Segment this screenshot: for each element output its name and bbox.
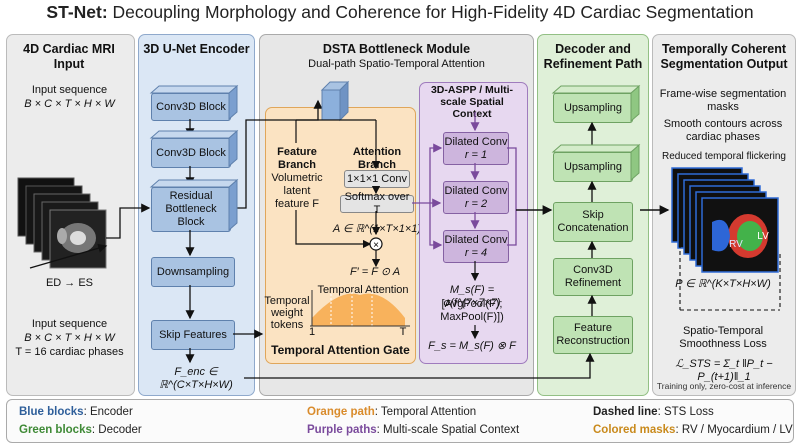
legend-purple: Purple paths: Multi-scale Spatial Contex…	[307, 424, 519, 436]
legend-purple-desc: : Multi-scale Spatial Context	[376, 424, 520, 436]
attention-branch-label: Attention Branch	[352, 146, 402, 171]
loss-note: Training only, zero-cost at inference	[656, 381, 792, 391]
temporal-attention-chart-label: Temporal Attention	[317, 284, 409, 296]
dilated-conv-r2-label: Dilated Conv	[444, 184, 508, 197]
dilated-conv-r4-label: Dilated Conv	[444, 233, 508, 246]
legend-encoder-desc: : Encoder	[83, 406, 133, 418]
legend-masks: Colored masks: RV / Myocardium / LV	[593, 424, 793, 436]
legend-purple-key: Purple paths	[307, 424, 377, 436]
loss-title: Spatio-Temporal Smoothness Loss	[679, 325, 767, 350]
output-title: Temporally Coherent Segmentation Output	[660, 42, 788, 71]
temporal-weight-tokens-label: Temporal weight tokens	[264, 295, 310, 331]
ms-maxpool: MaxPool(F)])	[440, 311, 504, 323]
axis-start-label: 1	[308, 326, 316, 338]
volumetric-feature-label: Volumetric latent feature F	[271, 172, 323, 210]
legend-masks-desc: : RV / Myocardium / LV	[675, 424, 793, 436]
rv-label: RV	[729, 239, 743, 250]
input-title: 4D Cardiac MRI Input	[23, 42, 115, 71]
output-line-1: Frame-wise segmentation masks	[659, 88, 787, 113]
axis-end-label: T	[399, 326, 407, 338]
aspp-title: 3D-ASPP / Multi-scale Spatial Context	[430, 84, 514, 120]
legend-orange-key: Orange path	[307, 406, 375, 418]
legend-decoder-key: Green blocks	[19, 424, 92, 436]
encoder-conv3d-block-2: Conv3D Block	[151, 138, 231, 168]
fs-formula: F_s = M_s(F) ⊗ F	[428, 340, 516, 352]
legend: Blue blocks: Encoder Green blocks: Decod…	[6, 399, 794, 443]
input-seq-label: Input sequence	[31, 84, 108, 96]
dsta-subtitle: Dual-path Spatio-Temporal Attention	[308, 58, 485, 70]
conv3d-refinement-block: Conv3D Refinement	[553, 258, 633, 296]
decoder-title: Decoder and Refinement Path	[543, 42, 643, 71]
input-phases: T = 16 cardiac phases	[15, 346, 124, 358]
residual-bottleneck-block: Residual Bottleneck Block	[151, 187, 231, 232]
f-prime-formula: F′ = F ⊙ A	[349, 266, 401, 278]
dilated-conv-r4-rate: r = 4	[464, 246, 488, 259]
dilated-conv-r2: Dilated Conv r = 2	[443, 181, 509, 214]
encoder-title: 3D U-Net Encoder	[143, 42, 250, 56]
encoder-conv3d-block-1: Conv3D Block	[151, 93, 231, 121]
lv-label: LV	[757, 231, 769, 242]
softmax-block: Softmax over T	[340, 191, 414, 216]
dilated-conv-r1: Dilated Conv r = 1	[443, 132, 509, 165]
legend-orange-desc: : Temporal Attention	[374, 406, 477, 418]
legend-dashed-desc: : STS Loss	[657, 406, 714, 418]
legend-dashed: Dashed line: STS Loss	[593, 406, 714, 418]
output-line-3: Reduced temporal flickering	[662, 151, 786, 162]
diagram-title: ST-Net: Decoupling Morphology and Cohere…	[0, 2, 800, 23]
legend-decoder-desc: : Decoder	[91, 424, 142, 436]
dilated-conv-r4: Dilated Conv r = 4	[443, 230, 509, 263]
legend-orange: Orange path: Temporal Attention	[307, 406, 476, 418]
skip-concatenation-block: Skip Concatenation	[553, 202, 633, 242]
input-seq-label-2: Input sequence	[31, 318, 108, 330]
input-seq-formula-2: B × C × T × H × W	[24, 332, 115, 344]
decoder-upsampling-2: Upsampling	[553, 152, 633, 182]
title-bold: ST-Net:	[46, 2, 108, 22]
enc-feature-formula: F_enc ∈ ℝ^(C×T×H×W)	[159, 366, 233, 391]
skip-features-block: Skip Features	[151, 320, 235, 350]
temporal-attention-gate-label: Temporal Attention Gate	[271, 343, 410, 357]
ed-es-label: ED → ES	[45, 277, 94, 289]
feature-branch-label: Feature Branch	[277, 146, 317, 171]
legend-masks-key: Colored masks	[593, 424, 676, 436]
dilated-conv-r1-label: Dilated Conv	[444, 135, 508, 148]
legend-decoder: Green blocks: Decoder	[19, 424, 142, 436]
output-line-2: Smooth contours across cardiac phases	[663, 118, 783, 143]
feature-reconstruction-block: Feature Reconstruction	[553, 316, 633, 354]
dsta-title: DSTA Bottleneck Module	[322, 42, 471, 56]
loss-formula: ℒ_STS = Σ_t ‖P_t − P_(t+1)‖_1	[675, 358, 773, 383]
dilated-conv-r1-rate: r = 1	[464, 148, 488, 161]
dilated-conv-r2-rate: r = 2	[464, 197, 488, 210]
downsampling-block: Downsampling	[151, 257, 235, 287]
attention-map-formula: A ∈ ℝ^(1×T×1×1)	[332, 223, 422, 235]
input-seq-formula: B × C × T × H × W	[24, 98, 115, 110]
ms-avgpool: [AvgPool(F);	[441, 298, 503, 310]
conv-1x1x1-block: 1×1×1 Conv	[344, 170, 410, 188]
ms-formula: M_s(F) = σ(f^(7×7×7)	[443, 284, 501, 309]
legend-encoder: Blue blocks: Encoder	[19, 406, 133, 418]
decoder-upsampling-1: Upsampling	[553, 93, 633, 123]
p-formula: P ∈ ℝ^(K×T×H×W)	[675, 278, 771, 290]
title-rest: Decoupling Morphology and Coherence for …	[107, 2, 754, 22]
legend-dashed-key: Dashed line	[593, 406, 658, 418]
legend-encoder-key: Blue blocks	[19, 406, 84, 418]
